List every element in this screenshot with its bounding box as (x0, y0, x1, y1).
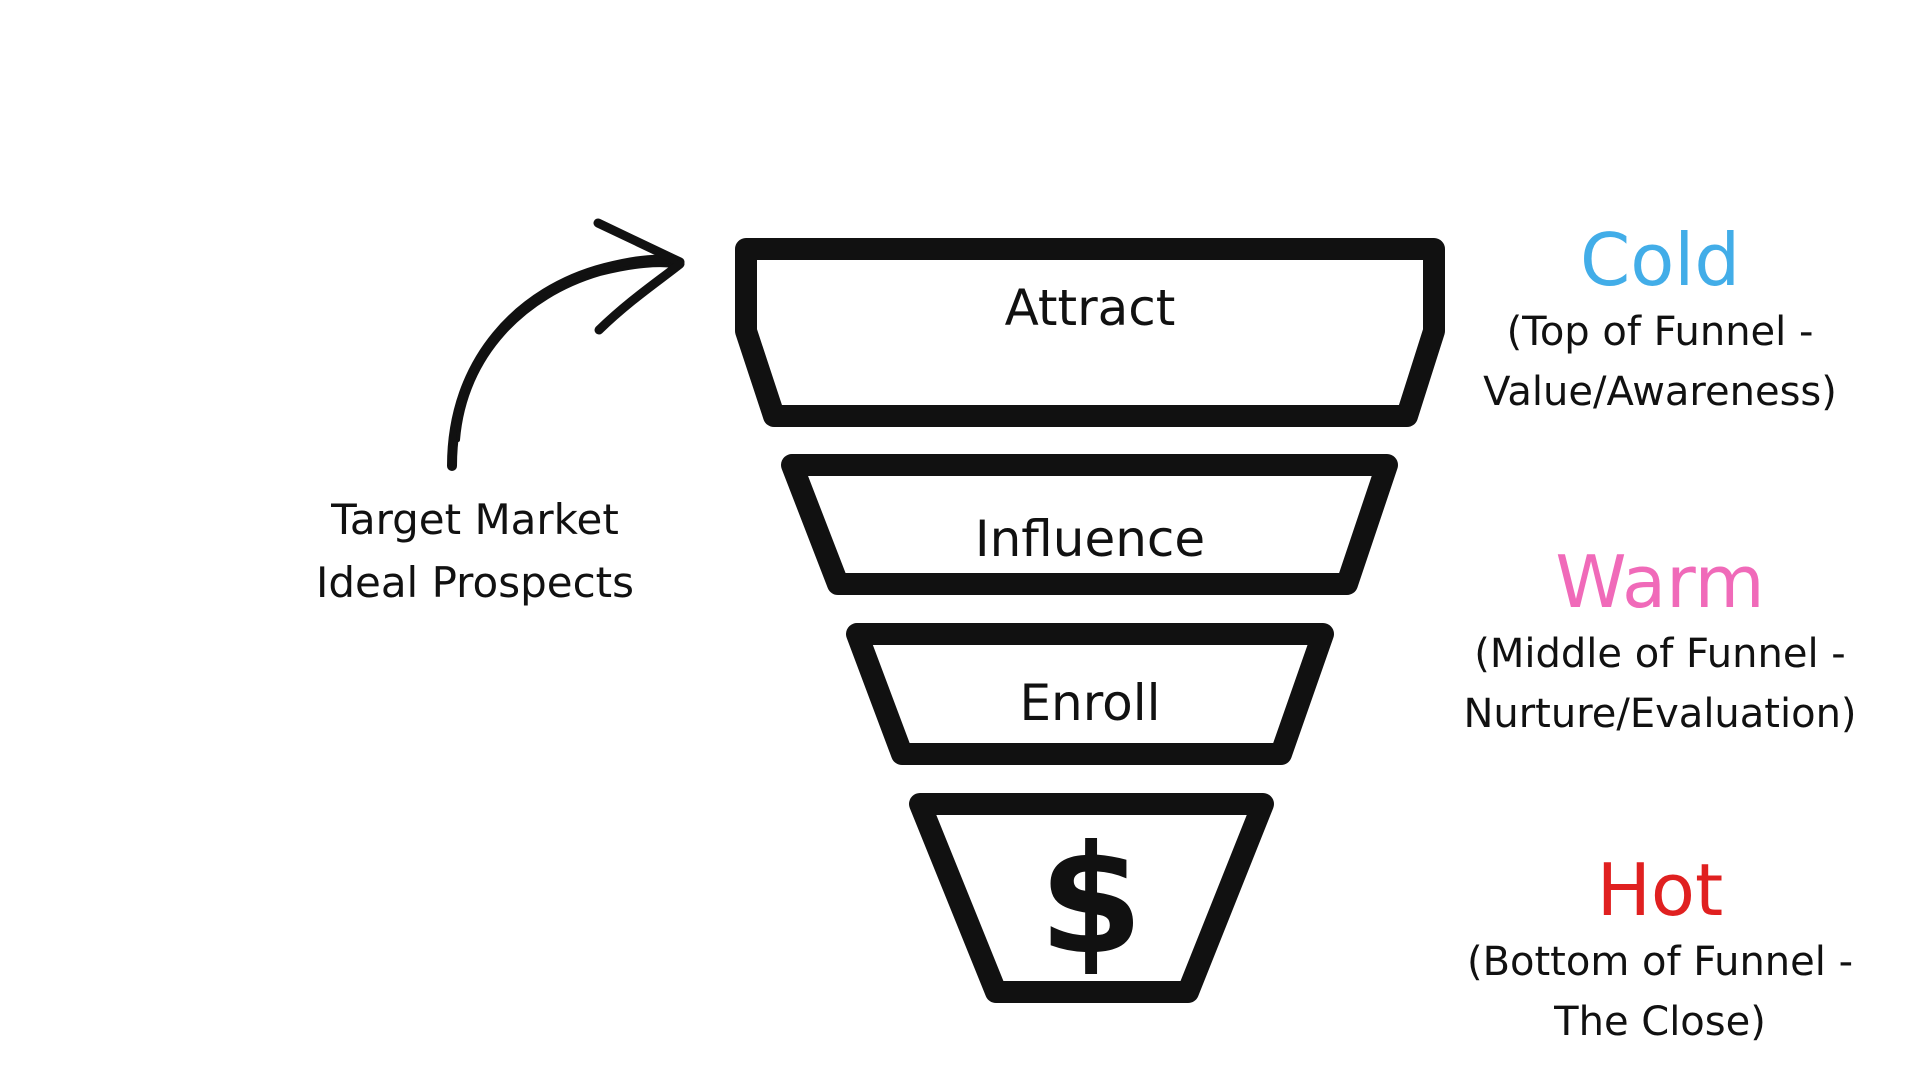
temperature-desc-cold-line1: (Top of Funnel - (1506, 309, 1814, 355)
arrow-shaft-sketch (456, 263, 676, 442)
funnel-stage-influence: Influence (781, 454, 1398, 595)
arrow-head-upper (593, 218, 685, 267)
temperature-warm: Warm (Middle of Funnel - Nurture/Evaluat… (1440, 540, 1880, 744)
funnel-segment-bottom-outline (909, 793, 1274, 1003)
temperature-title-cold: Cold (1579, 218, 1741, 302)
temperature-desc-hot-line2: The Close) (1554, 999, 1766, 1045)
funnel-stage-close: $ (909, 793, 1274, 1003)
temperature-title-warm: Warm (1555, 540, 1765, 624)
temperature-title-hot: Hot (1596, 848, 1724, 932)
temperature-hot: Hot (Bottom of Funnel - The Close) (1440, 848, 1880, 1052)
temperature-desc-cold-line2: Value/Awareness) (1483, 369, 1837, 415)
stage-label-attract: Attract (1005, 279, 1176, 337)
curved-arrow-icon (447, 218, 685, 471)
stage-label-influence: Influence (975, 510, 1205, 568)
stage-label-enroll: Enroll (1019, 674, 1160, 732)
funnel-segment-upper-middle-outline (781, 454, 1398, 595)
dollar-sign-icon: $ (1039, 814, 1143, 988)
target-market-line2: Ideal Prospects (315, 558, 635, 607)
target-market-line1: Target Market (331, 495, 619, 544)
temperature-desc-hot-line1: (Bottom of Funnel - (1466, 939, 1854, 985)
temperature-desc-warm-line2: Nurture/Evaluation) (1463, 691, 1857, 737)
funnel-segment-top-outline (735, 238, 1445, 427)
arrow-head-lower (594, 259, 685, 335)
temperature-desc-warm-line1: (Middle of Funnel - (1474, 631, 1846, 677)
funnel-stage-enroll: Enroll (846, 623, 1334, 765)
funnel-segment-lower-middle-outline (846, 623, 1334, 765)
funnel-stage-attract: Attract (735, 238, 1445, 427)
target-market-label: Target Market Ideal Prospects (285, 488, 665, 614)
temperature-cold: Cold (Top of Funnel - Value/Awareness) (1440, 218, 1880, 422)
arrow-shaft (447, 254, 683, 471)
